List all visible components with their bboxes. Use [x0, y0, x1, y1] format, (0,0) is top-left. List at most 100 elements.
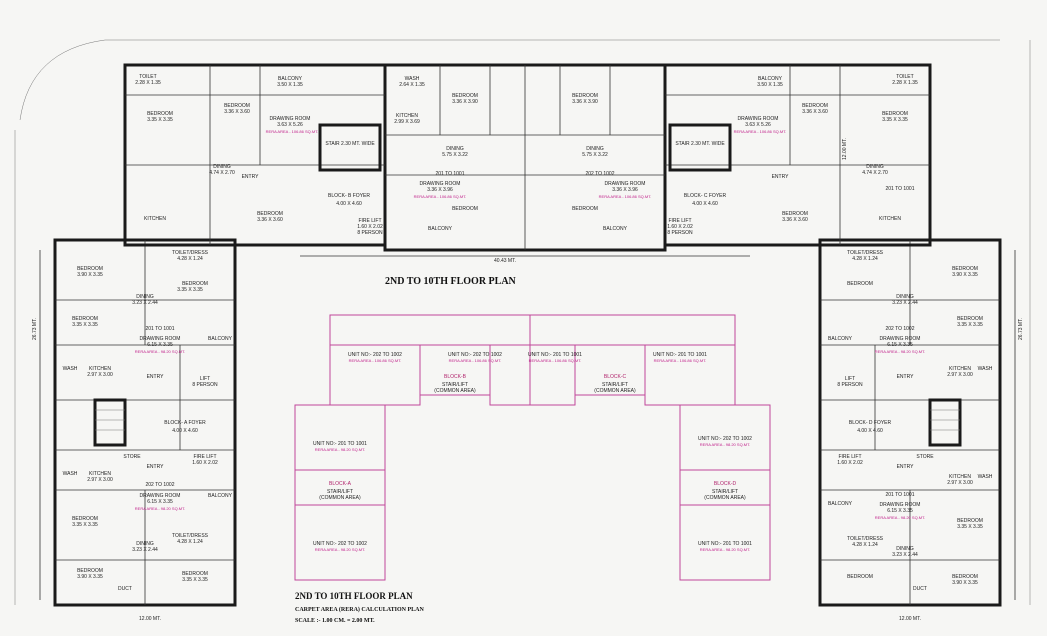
room-label: KITCHEN: [879, 216, 901, 222]
carpet-common-sub: (COMMON AREA): [319, 495, 361, 501]
foyer-size: 4.00 X 4.60: [692, 201, 718, 207]
carpet-unit: UNIT NO:- 201 TO 1001: [313, 441, 367, 447]
block-b-stair: [318, 123, 382, 172]
room-size: 6.15 X 3.35: [147, 499, 173, 505]
room-size: 3.35 X 3.35: [882, 117, 908, 123]
room-size: 2.97 X 3.00: [87, 372, 113, 378]
unit-range: 201 TO 1001: [885, 492, 914, 498]
room-label: BEDROOM: [882, 111, 908, 117]
room-label: BEDROOM: [257, 211, 283, 217]
room-label: BEDROOM: [952, 266, 978, 272]
room-size: 4.74 X 2.70: [862, 170, 888, 176]
carpet-rera: RERA AREA - 98.20 SQ.MT.: [315, 447, 365, 452]
lift-size: 1.60 X 2.02: [667, 224, 693, 230]
room-size: 3.36 X 3.90: [572, 99, 598, 105]
room-label: DRAWING ROOM: [880, 502, 921, 508]
carpet-block-d: [679, 404, 771, 581]
room-label: WASH: [978, 474, 993, 480]
room-size: 3.50 X 1.35: [277, 82, 303, 88]
room-label: BEDROOM: [802, 103, 828, 109]
room-size: 3.36 X 3.90: [452, 99, 478, 105]
room-label: BALCONY: [278, 76, 303, 82]
room-label: BALCONY: [208, 493, 233, 499]
carpet-rera: RERA AREA - 106.86 SQ.MT.: [654, 358, 707, 363]
room-label: WASH: [978, 366, 993, 372]
room-label: KITCHEN: [949, 366, 971, 372]
carpet-plan-title: 2ND TO 10TH FLOOR PLAN: [295, 591, 413, 601]
room-label: BEDROOM: [572, 93, 598, 99]
room-size: 3.35 X 3.35: [147, 117, 173, 123]
room-size: 3.90 X 3.35: [77, 574, 103, 580]
room-label: DRAWING ROOM: [738, 116, 779, 122]
overall-width-dim: 40.43 MT.: [494, 258, 516, 264]
room-size: 3.36 X 3.60: [257, 217, 283, 223]
top-wing: [123, 63, 932, 252]
room-label: TOILET/DRESS: [172, 533, 209, 539]
carpet-unit: UNIT NO:- 202 TO 1002: [698, 436, 752, 442]
unit-range: 201 TO 1001: [435, 171, 464, 177]
carpet-common: STAIR/LIFT: [327, 489, 353, 495]
room-label: DINING: [896, 546, 914, 552]
right-top-dim: 12.00 MT.: [842, 138, 848, 160]
room-size: 3.63 X 5.26: [277, 122, 303, 128]
room-size: 3.36 X 3.60: [224, 109, 250, 115]
room-label: TOILET/DRESS: [847, 250, 884, 256]
foyer-label: BLOCK- C FOYER: [684, 193, 727, 199]
room-label: BEDROOM: [182, 281, 208, 287]
foyer-size: 4.00 X 4.60: [172, 428, 198, 434]
room-size: 6.15 X 3.35: [887, 508, 913, 514]
room-size: 3.35 X 3.35: [957, 524, 983, 530]
room-size: 5.75 X 3.22: [582, 152, 608, 158]
room-size: 3.35 X 3.35: [182, 577, 208, 583]
rera-area: RERA AREA - 106.86 SQ.MT.: [414, 194, 467, 199]
room-label: BEDROOM: [572, 206, 598, 212]
carpet-unit: UNIT NO:- 202 TO 1002: [313, 541, 367, 547]
carpet-unit: UNIT NO:- 201 TO 1001: [528, 352, 582, 358]
room-label: BALCONY: [208, 336, 233, 342]
right-height-dim: 26.73 MT.: [1018, 318, 1024, 340]
carpet-plan-subtitle: CARPET AREA (RERA) CALCULATION PLAN: [295, 606, 424, 613]
room-size: 3.35 X 3.35: [957, 322, 983, 328]
room-label: TOILET/DRESS: [172, 250, 209, 256]
room-label: BEDROOM: [957, 316, 983, 322]
room-size: 2.99 X 3.69: [394, 119, 420, 125]
room-size: 3.90 X 3.35: [952, 580, 978, 586]
room-size: 3.90 X 3.35: [952, 272, 978, 278]
room-size: 4.28 X 1.24: [852, 256, 878, 262]
lift-capacity: 8 PERSON: [837, 382, 863, 388]
room-label: BEDROOM: [847, 574, 873, 580]
unit-range: 201 TO 1001: [145, 326, 174, 332]
room-size: 3.23 X 2.44: [892, 552, 918, 558]
stair-label: STAIR 2.30 MT. WIDE: [325, 141, 375, 147]
room-label: WASH: [63, 366, 78, 372]
rera-area: RERA AREA - 98.20 SQ.MT.: [875, 515, 925, 520]
carpet-unit: UNIT NO:- 202 TO 1002: [348, 352, 402, 358]
room-label: KITCHEN: [949, 474, 971, 480]
lift-label: FIRE LIFT: [358, 218, 381, 224]
lift-capacity: 8 PERSON: [667, 230, 693, 236]
stair-label: STAIR 2.30 MT. WIDE: [675, 141, 725, 147]
room-size: 3.90 X 3.35: [77, 272, 103, 278]
lift-label: LIFT: [200, 376, 210, 382]
room-size: 2.97 X 3.00: [947, 480, 973, 486]
room-label: STORE: [916, 454, 934, 460]
room-label: BALCONY: [428, 226, 453, 232]
room-label: BALCONY: [603, 226, 628, 232]
room-label: BEDROOM: [147, 111, 173, 117]
room-label: BEDROOM: [452, 93, 478, 99]
room-label: BALCONY: [828, 336, 853, 342]
foyer-label: BLOCK- B FOYER: [328, 193, 370, 199]
carpet-unit: UNIT NO:- 201 TO 1001: [653, 352, 707, 358]
room-size: 2.28 X 1.35: [135, 80, 161, 86]
room-size: 2.97 X 3.00: [947, 372, 973, 378]
room-size: 4.74 X 2.70: [209, 170, 235, 176]
lift-label: FIRE LIFT: [838, 454, 861, 460]
room-label: BEDROOM: [452, 206, 478, 212]
room-size: 6.15 X 3.35: [887, 342, 913, 348]
room-label: DRAWING ROOM: [140, 493, 181, 499]
room-size: 3.36 X 3.96: [612, 187, 638, 193]
room-label: DINING: [136, 294, 154, 300]
carpet-common-sub: (COMMON AREA): [594, 388, 636, 394]
block-a-wing: [53, 238, 237, 607]
